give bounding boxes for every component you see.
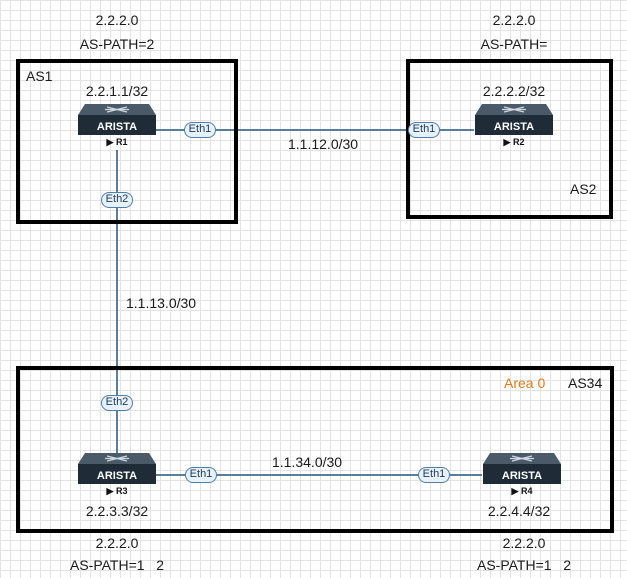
r3-route-aspath: AS-PATH=1 2 — [69, 557, 165, 573]
r1-route-aspath: AS-PATH=2 — [79, 36, 155, 52]
router-r2[interactable]: ARISTA ▶ R2 — [474, 103, 554, 149]
brand-label: ARISTA — [97, 470, 137, 482]
arista-switch-icon: ARISTA — [78, 104, 156, 135]
r2-loopback: 2.2.2.2/32 — [482, 83, 546, 99]
area-label: Area 0 — [504, 375, 546, 391]
r3-eth1-interface[interactable]: Eth1 — [185, 467, 217, 483]
r1-loopback: 2.2.1.1/32 — [85, 83, 149, 99]
r2-route-aspath: AS-PATH= — [480, 36, 548, 52]
as2-box — [406, 59, 613, 219]
as34-label: AS34 — [568, 375, 603, 391]
r1-route-prefix: 2.2.2.0 — [95, 12, 139, 28]
r1-eth2-interface[interactable]: Eth2 — [101, 192, 133, 208]
subnet-r3-r4: 1.1.34.0/30 — [272, 454, 343, 470]
router-r4[interactable]: ARISTA ▶ R4 — [482, 452, 562, 498]
r2-route-prefix: 2.2.2.0 — [492, 12, 536, 28]
r2-eth1-interface[interactable]: Eth1 — [408, 122, 440, 138]
router-r1[interactable]: ARISTA ▶ R1 — [77, 103, 157, 149]
arista-switch-icon: ARISTA — [78, 453, 156, 484]
as34-box — [16, 366, 614, 533]
r4-loopback: 2.2.4.4/32 — [487, 503, 551, 519]
as2-label: AS2 — [570, 181, 597, 197]
router-name: ▶ R1 — [106, 137, 128, 147]
r4-route-prefix: 2.2.2.0 — [502, 535, 546, 551]
r4-eth1-interface[interactable]: Eth1 — [418, 467, 450, 483]
subnet-r1-r2: 1.1.12.0/30 — [288, 136, 359, 152]
brand-label: ARISTA — [502, 470, 542, 482]
brand-label: ARISTA — [97, 121, 137, 133]
as1-label: AS1 — [26, 68, 53, 84]
router-r3[interactable]: ARISTA ▶ R3 — [77, 452, 157, 498]
router-name: ▶ R2 — [503, 137, 525, 147]
r4-route-aspath: AS-PATH=1 2 — [476, 557, 572, 573]
r3-eth2-interface[interactable]: Eth2 — [101, 395, 133, 411]
arista-switch-icon: ARISTA — [483, 453, 561, 484]
r1-eth1-interface[interactable]: Eth1 — [184, 122, 216, 138]
r3-loopback: 2.2.3.3/32 — [85, 503, 149, 519]
router-name: ▶ R4 — [511, 486, 533, 496]
brand-label: ARISTA — [494, 121, 534, 133]
r3-route-prefix: 2.2.2.0 — [95, 535, 139, 551]
subnet-r1-r3: 1.1.13.0/30 — [126, 295, 197, 311]
arista-switch-icon: ARISTA — [475, 104, 553, 135]
router-name: ▶ R3 — [106, 486, 128, 496]
as1-box — [16, 59, 238, 224]
